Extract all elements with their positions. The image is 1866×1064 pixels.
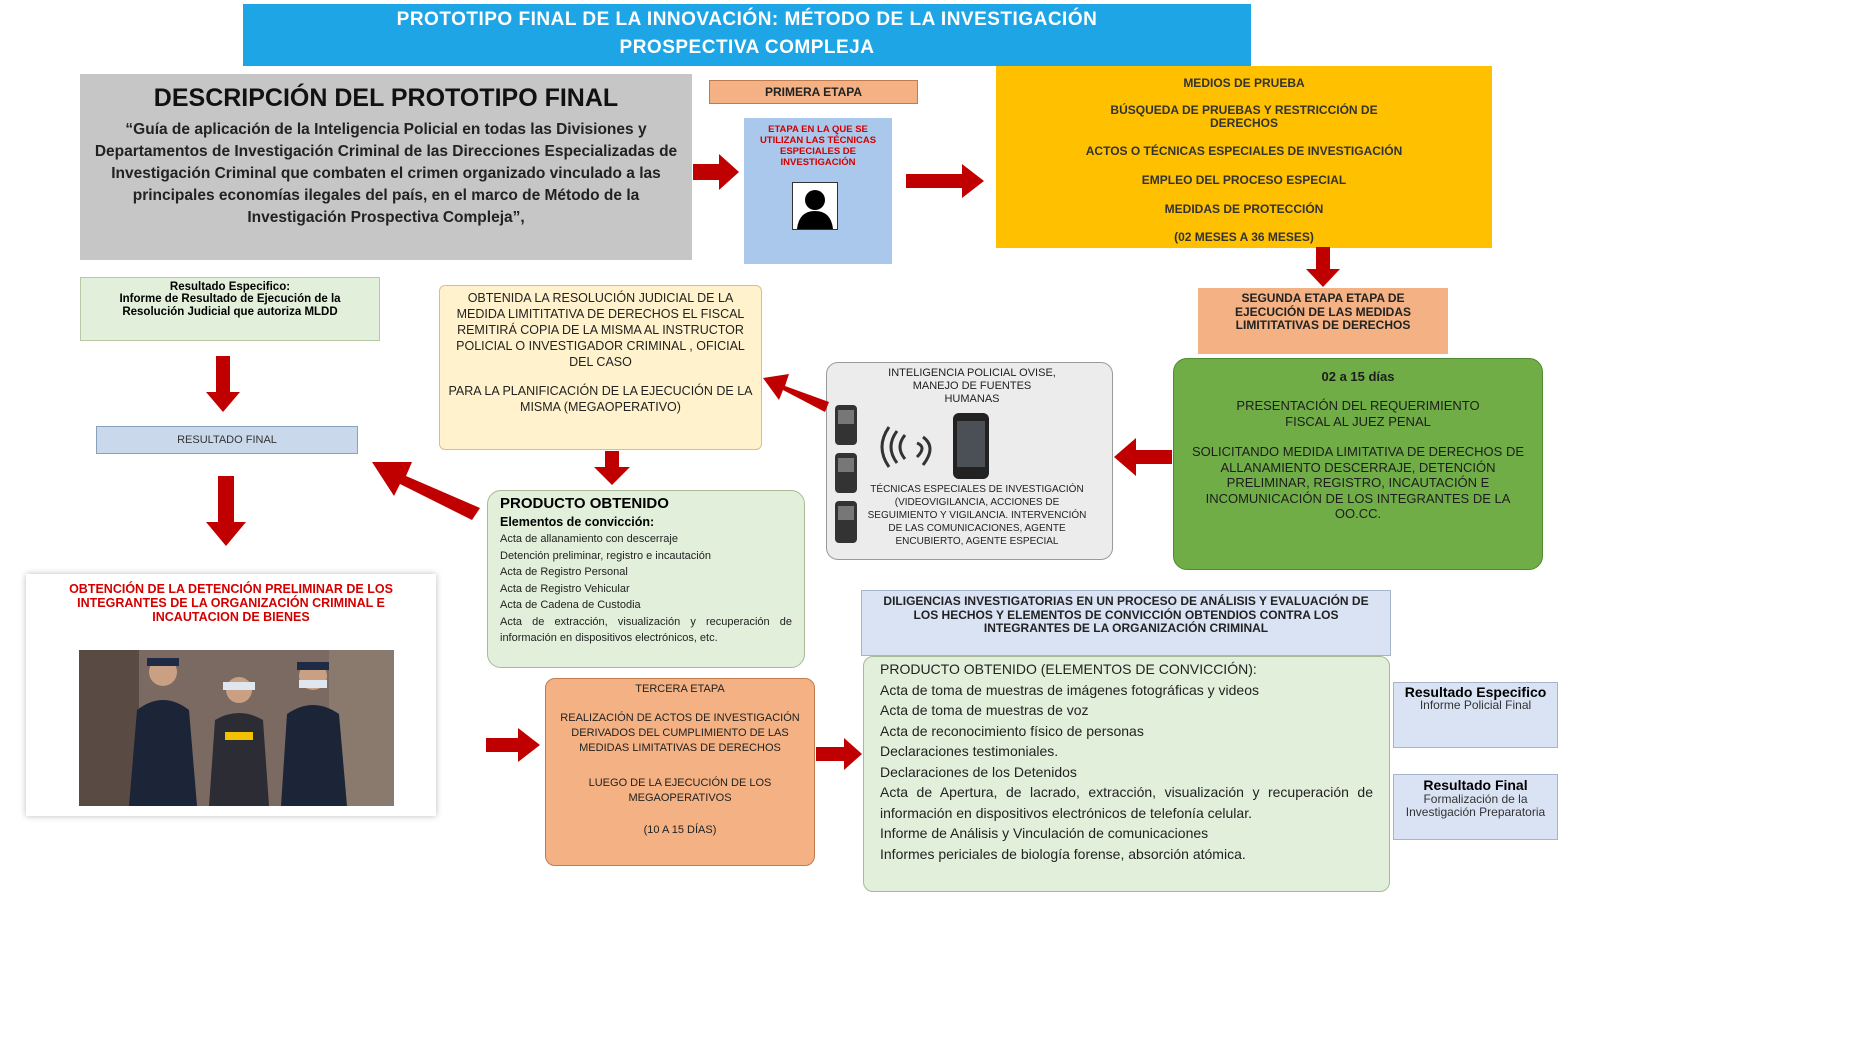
product-title: PRODUCTO OBTENIDO <box>500 495 669 512</box>
stage3-days: (10 A 15 DÍAS) <box>643 824 717 836</box>
side-specific-title: Resultado Especifico <box>1404 684 1547 700</box>
diligences-title: DILIGENCIAS INVESTIGATORIAS EN UN PROCES… <box>861 590 1391 656</box>
header-title-line2: PROSPECTIVA COMPLEJA <box>619 37 875 58</box>
arrow-left-icon <box>763 366 829 416</box>
stage1-label: PRIMERA ETAPA <box>709 80 918 104</box>
list-item: Acta de toma de muestras de voz <box>880 702 1089 718</box>
arrow-left-icon <box>372 452 480 522</box>
stage1-card-text: ETAPA EN LA QUE SE UTILIZAN LAS TÉCNICAS… <box>759 124 877 168</box>
list-item: Acta de Cadena de Custodia <box>500 599 641 611</box>
stage2-label: SEGUNDA ETAPA ETAPA DE EJECUCIÓN DE LAS … <box>1198 288 1448 354</box>
specific-result-left-box: Resultado Especifico: Informe de Resulta… <box>80 277 380 341</box>
means-item: BÚSQUEDA DE PRUEBAS Y RESTRICCIÓN DE DER… <box>1110 103 1378 130</box>
means-item: MEDIDAS DE PROTECCIÓN <box>1164 202 1324 216</box>
header-banner: PROTOTIPO FINAL DE LA INNOVACIÓN: MÉTODO… <box>243 4 1251 66</box>
header-title-line1: PROTOTIPO FINAL DE LA INNOVACIÓN: MÉTODO… <box>396 9 1098 30</box>
list-item: Acta de toma de muestras de imágenes fot… <box>880 681 1259 698</box>
arrow-right-icon <box>816 738 862 770</box>
list-item: Acta de Apertura, de lacrado, extracción… <box>880 784 1373 821</box>
list-item: Acta de allanamiento con descerraje <box>500 533 678 545</box>
side-specific-result-box: Resultado Especifico Informe Policial Fi… <box>1393 682 1558 748</box>
arrow-down-icon <box>206 356 240 412</box>
product2-title: PRODUCTO OBTENIDO (ELEMENTOS DE CONVICCI… <box>880 661 1257 677</box>
person-silhouette-icon <box>792 182 838 230</box>
detention-photo <box>79 650 394 806</box>
product-obtained-2-box: PRODUCTO OBTENIDO (ELEMENTOS DE CONVICCI… <box>863 656 1390 892</box>
means-item: ACTOS O TÉCNICAS ESPECIALES DE INVESTIGA… <box>1085 144 1403 158</box>
side-final-text: Formalización de la Investigación Prepar… <box>1405 792 1546 819</box>
list-item: Informes periciales de biología forense,… <box>880 845 1246 862</box>
smartphone-icon <box>951 411 991 481</box>
means-item: EMPLEO DEL PROCESO ESPECIAL <box>1141 173 1347 187</box>
judicial-resolution-box: OBTENIDA LA RESOLUCIÓN JUDICIAL DE LA ME… <box>439 285 762 450</box>
evidence-means-box: MEDIOS DE PRUEBA BÚSQUEDA DE PRUEBAS Y R… <box>996 66 1492 248</box>
arrow-right-icon <box>906 164 984 198</box>
green-text-2: SOLICITANDO MEDIDA LIMITATIVA DE DERECHO… <box>1191 444 1525 521</box>
list-item: Acta de extracción, visualización y recu… <box>500 615 792 645</box>
arrow-left-icon <box>1114 438 1172 476</box>
detention-title: OBTENCIÓN DE LA DETENCIÓN PRELIMINAR DE … <box>69 582 393 624</box>
green-text-1: PRESENTACIÓN DEL REQUERIMIENTO FISCAL AL… <box>1236 398 1480 429</box>
arrow-right-icon <box>693 152 739 192</box>
list-item: Acta de Registro Personal <box>500 566 628 578</box>
judicial-text-1: OBTENIDA LA RESOLUCIÓN JUDICIAL DE LA ME… <box>456 291 745 369</box>
stage1-card: ETAPA EN LA QUE SE UTILIZAN LAS TÉCNICAS… <box>744 118 892 264</box>
fiscal-request-box: 02 a 15 días PRESENTACIÓN DEL REQUERIMIE… <box>1173 358 1543 570</box>
description-title: DESCRIPCIÓN DEL PROTOTIPO FINAL <box>153 84 619 112</box>
arrow-down-icon <box>206 476 246 546</box>
arrow-down-icon <box>594 451 630 485</box>
list-item: Declaraciones testimoniales. <box>880 743 1059 759</box>
list-item: Detención preliminar, registro e incauta… <box>500 549 711 562</box>
stage3-text-2: LUEGO DE LA EJECUCIÓN DE LOS MEGAOPERATI… <box>588 777 772 804</box>
phone-stack-icon <box>831 403 863 553</box>
stage3-label: TERCERA ETAPA <box>635 683 725 695</box>
product-obtained-box: PRODUCTO OBTENIDO Elementos de convicció… <box>487 490 805 668</box>
specific-result-left-title: Resultado Especifico: <box>169 281 291 293</box>
description-text: “Guía de aplicación de la Inteligencia P… <box>94 121 678 226</box>
arrow-right-icon <box>486 728 540 762</box>
specific-result-left-text: Informe de Resultado de Ejecución de la … <box>119 293 341 318</box>
intel-top-text: INTELIGENCIA POLICIAL OVISE, MANEJO DE F… <box>888 367 1056 405</box>
final-result-label: RESULTADO FINAL <box>96 426 358 454</box>
arrow-down-icon <box>1306 247 1340 287</box>
stage3-text-1: REALIZACIÓN DE ACTOS DE INVESTIGACIÓN DE… <box>560 712 800 754</box>
side-final-result-box: Resultado Final Formalización de la Inve… <box>1393 774 1558 840</box>
list-item: Declaraciones de los Detenidos <box>880 763 1077 780</box>
description-box: DESCRIPCIÓN DEL PROTOTIPO FINAL “Guía de… <box>80 74 692 260</box>
list-item: Informe de Análisis y Vinculación de com… <box>880 825 1209 841</box>
detention-box: OBTENCIÓN DE LA DETENCIÓN PRELIMINAR DE … <box>26 574 436 816</box>
side-final-title: Resultado Final <box>1423 777 1528 793</box>
product2-list: Acta de toma de muestras de imágenes fot… <box>880 680 1373 865</box>
intel-bottom-text: TÉCNICAS ESPECIALES DE INVESTIGACIÓN (VI… <box>867 484 1087 547</box>
side-specific-text: Informe Policial Final <box>1419 698 1532 712</box>
stage3-box: TERCERA ETAPA REALIZACIÓN DE ACTOS DE IN… <box>545 678 815 866</box>
list-item: Acta de reconocimiento físico de persona… <box>880 722 1144 739</box>
means-item: (02 MESES A 36 MESES) <box>1174 230 1314 244</box>
police-intelligence-box: INTELIGENCIA POLICIAL OVISE, MANEJO DE F… <box>826 362 1113 560</box>
list-item: Acta de Registro Vehicular <box>500 582 630 595</box>
signal-waves-icon <box>867 417 937 477</box>
means-item: MEDIOS DE PRUEBA <box>1183 76 1305 90</box>
product-list: Acta de allanamiento con descerraje Dete… <box>500 531 792 647</box>
product-subtitle: Elementos de convicción: <box>500 515 655 529</box>
judicial-text-2: PARA LA PLANIFICACIÓN DE LA EJECUCIÓN DE… <box>448 384 753 414</box>
green-days: 02 a 15 días <box>1321 369 1395 384</box>
